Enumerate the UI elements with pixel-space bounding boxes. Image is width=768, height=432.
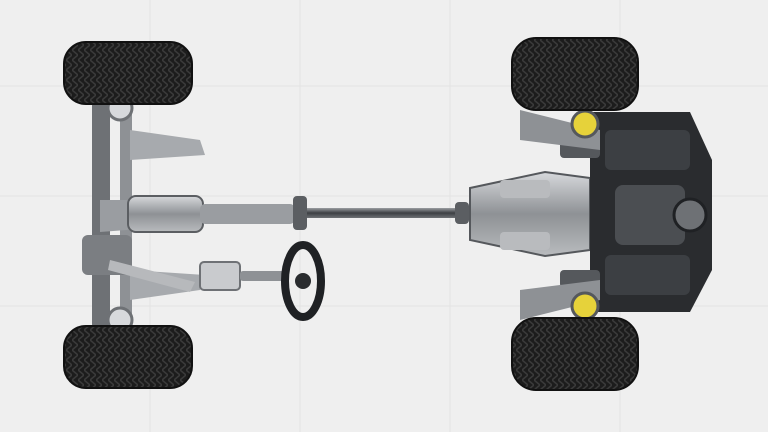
- rear-left-tire: [511, 37, 639, 111]
- rear-right-tire: [511, 317, 639, 391]
- gearbox: [469, 170, 591, 258]
- propeller-shaft: [293, 196, 469, 230]
- steering-assembly: [199, 241, 325, 321]
- front-differential: [127, 195, 295, 233]
- front-right-tire: [63, 325, 193, 389]
- front-left-tire: [63, 41, 193, 105]
- engine-block: [560, 112, 712, 312]
- rear-suspension: [520, 109, 600, 321]
